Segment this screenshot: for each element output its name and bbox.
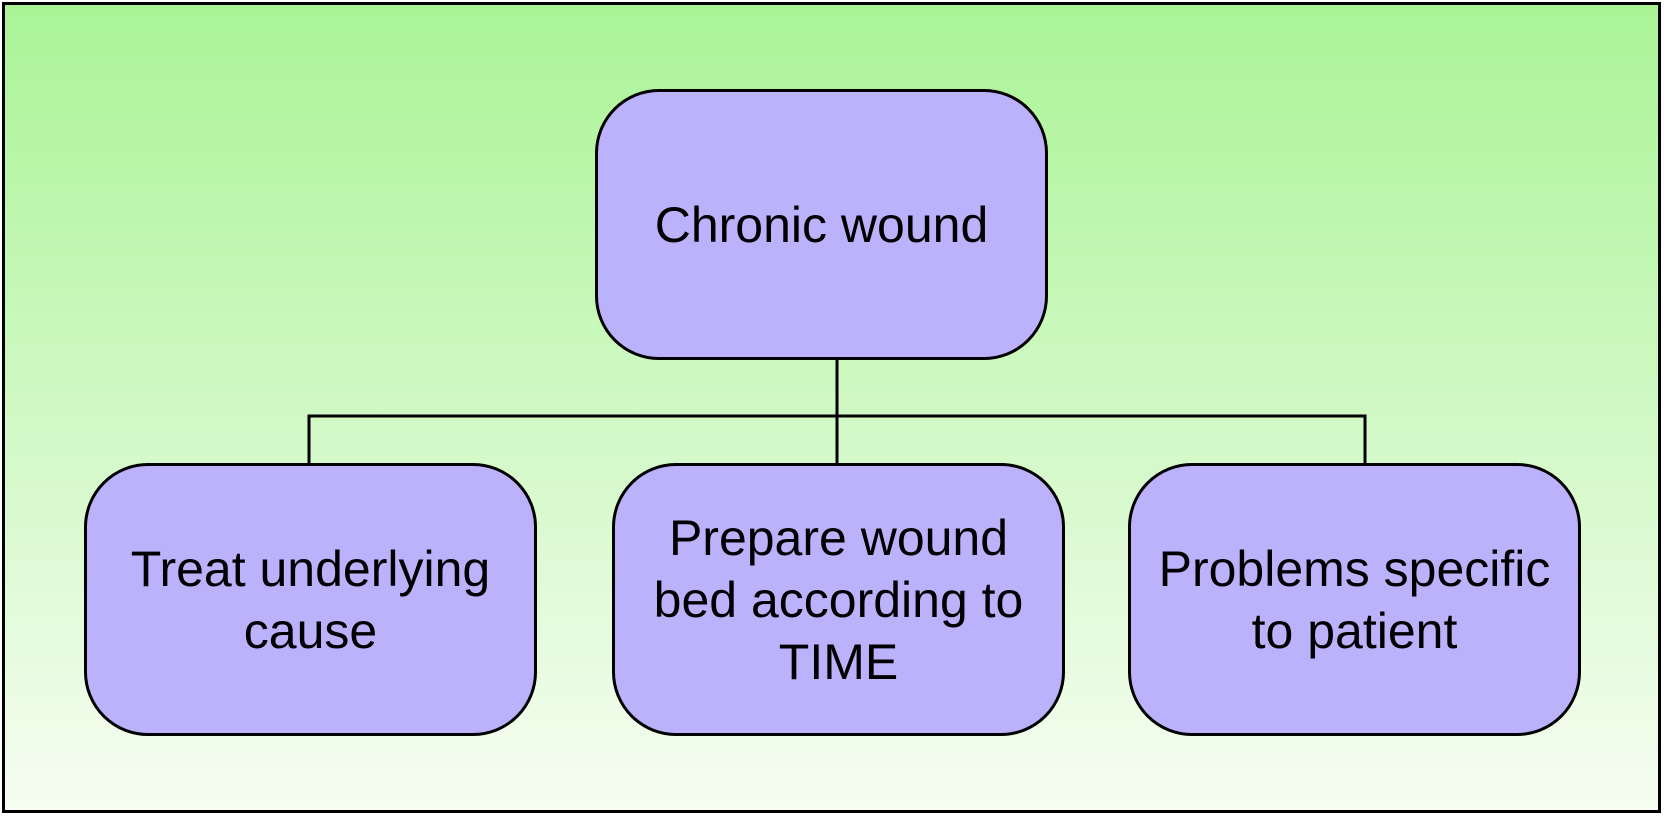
node-treat-underlying-cause-label: Treat underlying cause: [130, 540, 491, 659]
node-chronic-wound-label: Chronic wound: [654, 196, 989, 253]
node-chronic-wound: Chronic wound: [595, 89, 1048, 360]
node-prepare-wound-bed: Prepare wound bed according to TIME: [612, 463, 1065, 736]
node-prepare-wound-bed-label: Prepare wound bed according to TIME: [653, 509, 1024, 690]
node-problems-specific-to-patient: Problems specific to patient: [1128, 463, 1581, 736]
node-treat-underlying-cause: Treat underlying cause: [84, 463, 537, 736]
node-problems-specific-to-patient-label: Problems specific to patient: [1158, 540, 1551, 659]
